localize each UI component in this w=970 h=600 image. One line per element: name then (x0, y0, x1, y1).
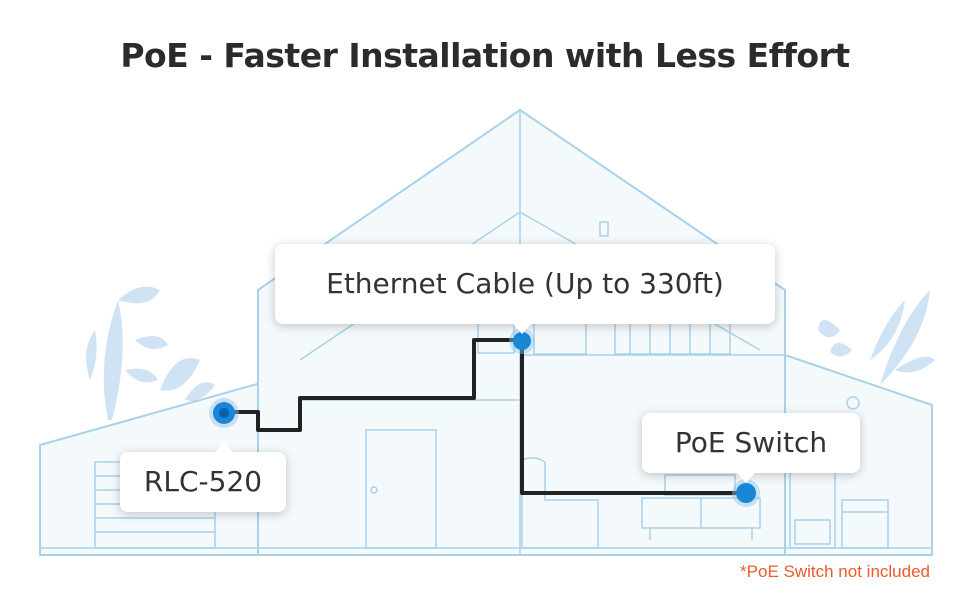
left-plant-illustration (86, 286, 215, 420)
junction-node-icon (509, 328, 535, 354)
ethernet-cable (225, 338, 745, 495)
camera-label-pointer (215, 442, 233, 452)
right-plant-illustration (818, 290, 935, 385)
footnote: *PoE Switch not included (740, 562, 930, 581)
poe-switch-label: PoE Switch (642, 413, 860, 473)
ethernet-cable-label: Ethernet Cable (Up to 330ft) (275, 244, 775, 324)
camera-label: RLC-520 (120, 452, 286, 512)
camera-device-icon (209, 398, 239, 428)
ethernet-cable-label-pointer (513, 324, 531, 334)
page-title: PoE - Faster Installation with Less Effo… (120, 36, 850, 75)
poe-switch-label-pointer (737, 473, 755, 483)
poe-switch-device-icon (732, 479, 760, 507)
